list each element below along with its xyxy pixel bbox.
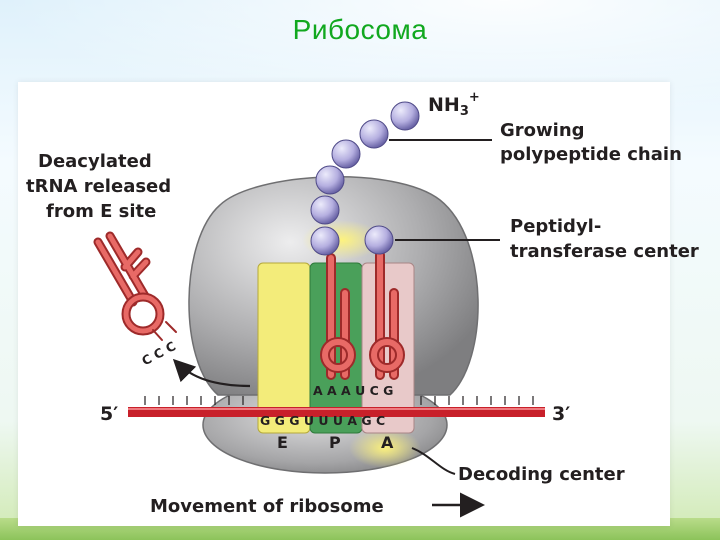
decoding-center-label: Decoding center bbox=[458, 464, 625, 485]
peptidyl-label-line2: transferase center bbox=[510, 241, 699, 262]
exit-arrow bbox=[172, 358, 251, 388]
deacylated-label-line3: from E site bbox=[46, 201, 156, 222]
deacylated-label-line1: Deacylated bbox=[38, 151, 152, 172]
deacylated-label-line2: tRNA released bbox=[26, 176, 171, 197]
mrna-strand bbox=[128, 396, 545, 417]
anticodon-sequence: A A A U C G bbox=[313, 383, 393, 398]
released-trna bbox=[93, 231, 177, 341]
peptidyl-label-line1: Peptidyl- bbox=[510, 216, 601, 237]
decoding-pointer-line bbox=[411, 447, 456, 475]
a-site-trna bbox=[369, 250, 405, 380]
site-a-label: A bbox=[381, 433, 394, 452]
site-e-label: E bbox=[277, 433, 288, 452]
three-prime-label: 3′ bbox=[552, 403, 570, 425]
decoding-center-glow bbox=[349, 428, 421, 468]
slide-title: Рибосома bbox=[292, 14, 428, 45]
p-site-trna bbox=[320, 253, 356, 380]
codon-sequence: G G G U U U A G C bbox=[260, 413, 385, 428]
ccc-label: C C C bbox=[139, 338, 178, 368]
movement-label: Movement of ribosome bbox=[150, 496, 384, 517]
a-site-amino-acid bbox=[364, 225, 394, 255]
site-p-label: P bbox=[329, 433, 341, 452]
polypeptide-chain bbox=[310, 101, 420, 256]
five-prime-label: 5′ bbox=[100, 403, 118, 425]
nh3-label: NH3+ bbox=[428, 90, 480, 119]
growing-label-line2: polypeptide chain bbox=[500, 144, 682, 165]
growing-label-line1: Growing bbox=[500, 120, 585, 141]
